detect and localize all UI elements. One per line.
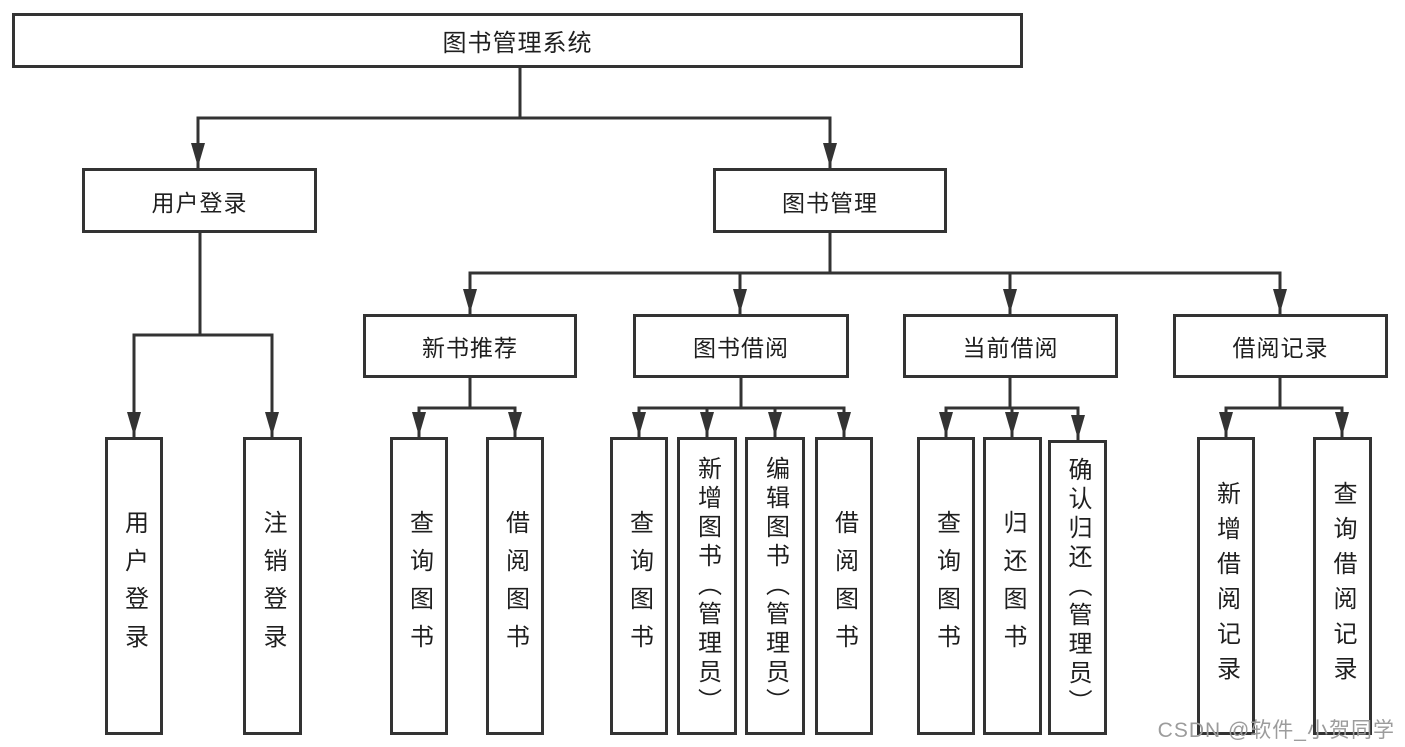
leaf-edit-books-admin: 编辑图书（管理员） <box>745 437 805 735</box>
leaf-query-borrow-record: 查询借阅记录 <box>1313 437 1372 735</box>
leaf-query-books-newrec: 查询图书 <box>390 437 448 735</box>
leaf-logout: 注销登录 <box>243 437 302 735</box>
leaf-borrow-books-newrec: 借阅图书 <box>486 437 544 735</box>
leaf-return-books: 归还图书 <box>983 437 1042 735</box>
node-current-borrowing: 当前借阅 <box>903 314 1118 378</box>
leaf-add-borrow-record: 新增借阅记录 <box>1197 437 1255 735</box>
leaf-user-login: 用户登录 <box>105 437 163 735</box>
csdn-watermark: CSDN @软件_小贺同学 <box>1157 719 1395 742</box>
node-new-book-recommendation: 新书推荐 <box>363 314 577 378</box>
node-book-management: 图书管理 <box>713 168 947 233</box>
leaf-query-books-borrow: 查询图书 <box>610 437 668 735</box>
leaf-query-books-current: 查询图书 <box>917 437 975 735</box>
node-user-login: 用户登录 <box>82 168 317 233</box>
leaf-confirm-return-admin: 确认归还（管理员） <box>1048 440 1107 735</box>
node-root-library-management-system: 图书管理系统 <box>12 13 1023 68</box>
node-book-borrowing: 图书借阅 <box>633 314 849 378</box>
leaf-add-books-admin: 新增图书（管理员） <box>677 437 737 735</box>
leaf-borrow-books: 借阅图书 <box>815 437 873 735</box>
node-borrowing-records: 借阅记录 <box>1173 314 1388 378</box>
